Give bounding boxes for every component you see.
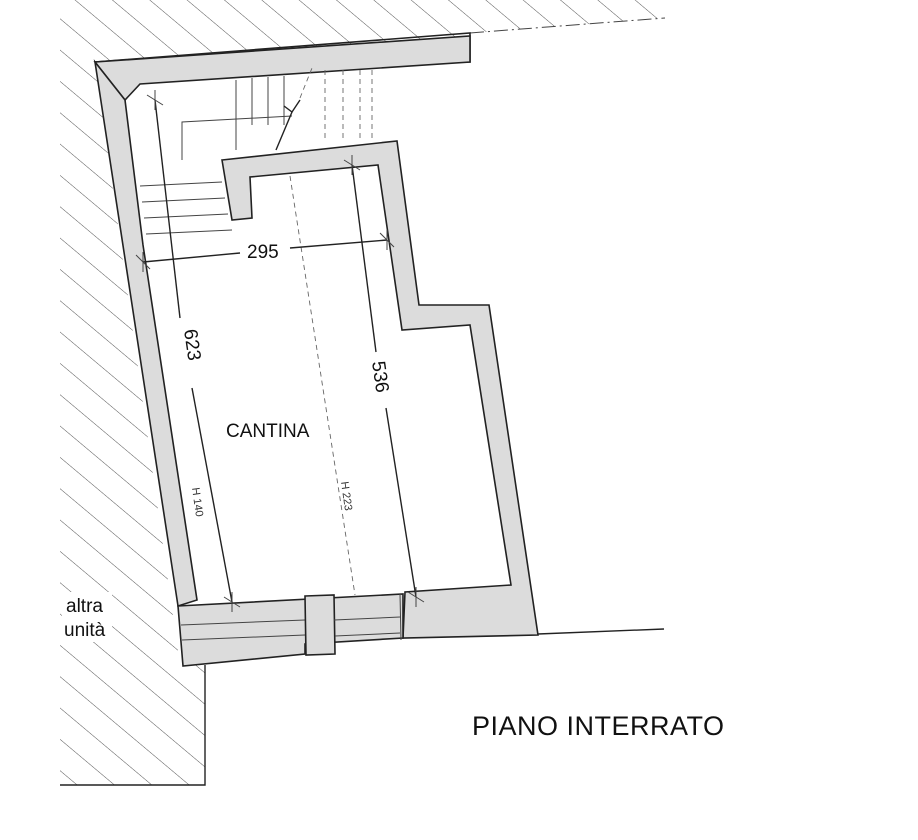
dimension-lines (135, 90, 425, 612)
neighbor-label-line2: unità (64, 620, 106, 641)
left-length-dimension: 623 (179, 328, 204, 362)
width-dimension: 295 (247, 242, 279, 263)
ridge-line (289, 175, 356, 596)
bottom-openings (180, 593, 665, 656)
height-center: H 223 (338, 481, 354, 512)
room-name: CANTINA (226, 421, 310, 442)
floor-title: PIANO INTERRATO (472, 711, 725, 741)
outer-walls (93, 32, 539, 667)
neighbor-label-line1: altra (66, 596, 103, 617)
right-length-dimension: 536 (367, 360, 392, 394)
height-left: H 140 (189, 487, 205, 518)
neighbor-label-mask (62, 592, 112, 642)
stairs (139, 67, 373, 235)
